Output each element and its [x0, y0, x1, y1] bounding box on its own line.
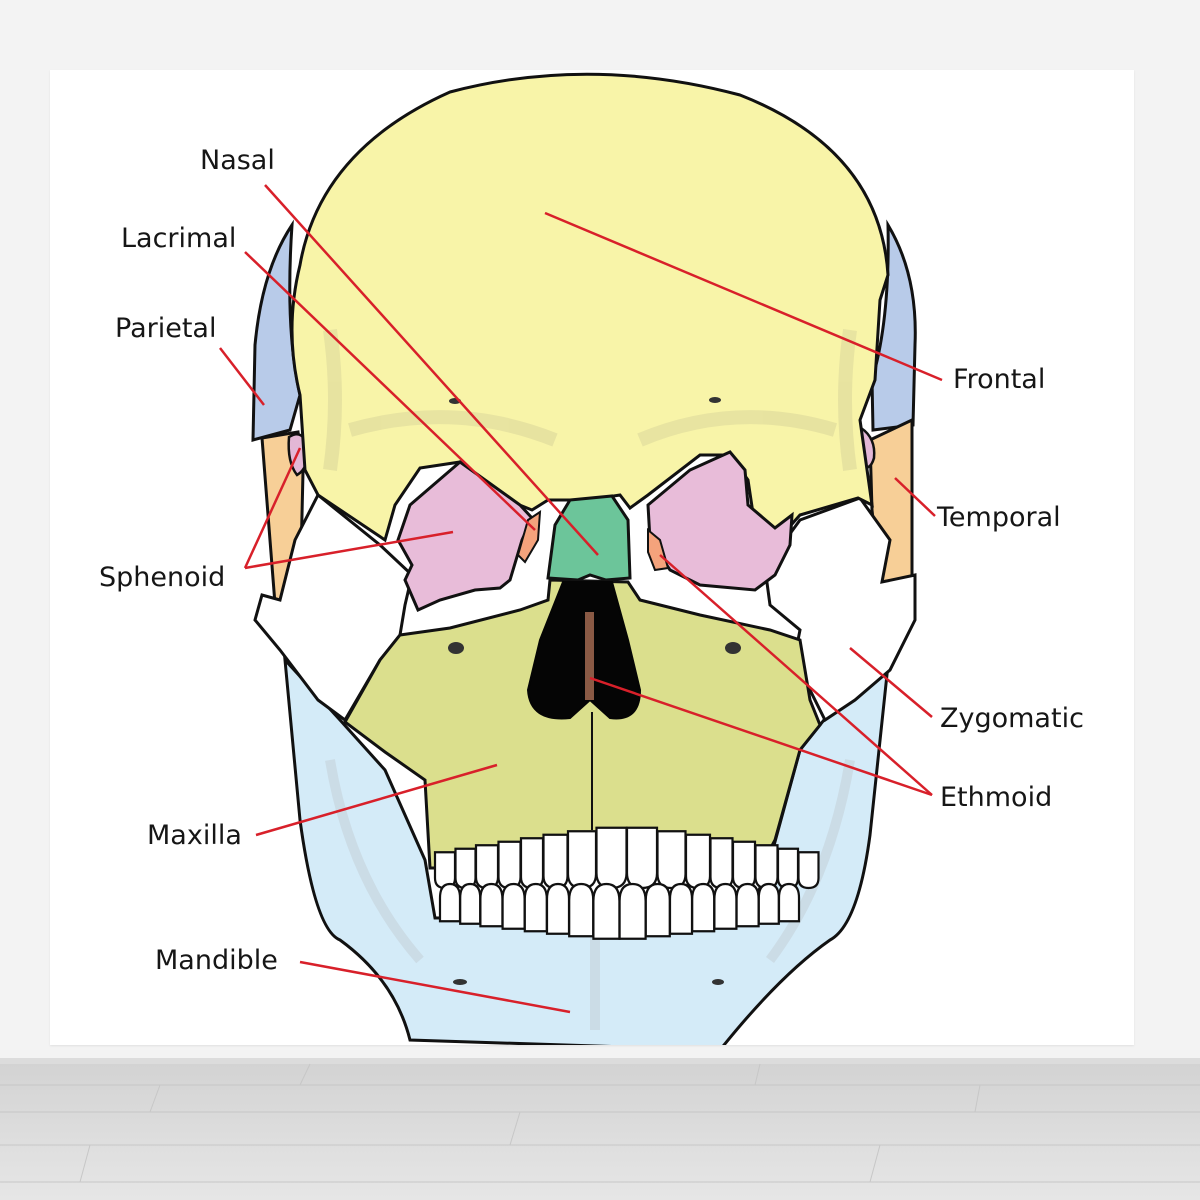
lower-tooth	[713, 882, 738, 930]
label-nasal: Nasal	[200, 145, 275, 176]
upper-tooth	[454, 847, 477, 890]
lower-tooth	[523, 882, 548, 933]
mandible-shading	[325, 759, 855, 1030]
lower-tooth	[668, 882, 694, 935]
upper-tooth	[797, 851, 820, 890]
maxilla-bone	[343, 578, 822, 870]
lower-tooth	[735, 882, 760, 928]
upper-tooth	[684, 833, 712, 890]
teeth	[433, 826, 820, 940]
leader-nasal	[264, 184, 599, 556]
leader-ethmoid-a	[589, 676, 933, 797]
leader-ethmoid-b	[659, 554, 933, 796]
lower-tooth	[757, 882, 780, 925]
label-maxilla: Maxilla	[147, 820, 242, 851]
leader-sphenoid-a	[243, 447, 302, 569]
ethmoid-septum	[585, 612, 594, 700]
anatomy-poster: Nasal Lacrimal Parietal Sphenoid Maxilla…	[50, 70, 1134, 1045]
upper-tooth	[731, 840, 757, 890]
upper-tooth	[595, 826, 628, 890]
lower-tooth	[592, 882, 621, 940]
leader-mandible	[299, 960, 571, 1014]
leader-lines	[219, 184, 943, 1014]
frontal-bone	[290, 72, 890, 564]
label-frontal: Frontal	[953, 364, 1046, 395]
upper-tooth	[497, 840, 522, 890]
leader-temporal	[894, 477, 936, 517]
lower-tooth	[691, 882, 716, 933]
skull-illustration	[219, 72, 943, 1045]
upper-tooth	[519, 837, 545, 890]
upper-tooth	[754, 844, 779, 890]
label-temporal: Temporal	[937, 502, 1061, 533]
lower-tooth	[501, 882, 526, 930]
lower-tooth	[568, 882, 595, 938]
foramina	[448, 397, 741, 985]
floor	[0, 1064, 1200, 1200]
lower-tooth	[644, 882, 671, 938]
upper-tooth	[656, 830, 687, 890]
leader-zygomatic	[849, 647, 933, 718]
label-parietal: Parietal	[115, 313, 217, 344]
upper-tooth	[776, 847, 800, 890]
lacrimal-bone-right	[647, 527, 670, 572]
lower-tooth	[777, 882, 801, 923]
frontal-shading	[323, 329, 857, 471]
baseboard	[0, 1058, 1200, 1064]
leader-sphenoid-b	[244, 530, 454, 570]
leader-maxilla	[255, 763, 498, 837]
upper-tooth	[542, 833, 569, 890]
lower-tooth	[459, 882, 482, 925]
lower-tooth	[479, 882, 504, 928]
floor-planks	[0, 1063, 1200, 1183]
parietal-bone-left	[251, 219, 302, 442]
orbit-right	[646, 450, 794, 592]
mandible-bone	[283, 655, 890, 1045]
lacrimal-bone-left	[516, 510, 542, 564]
label-ethmoid: Ethmoid	[940, 782, 1053, 813]
label-mandible: Mandible	[155, 945, 278, 976]
leader-parietal	[219, 347, 265, 406]
lower-tooth	[438, 882, 462, 923]
lower-tooth	[545, 882, 571, 935]
label-lacrimal: Lacrimal	[121, 223, 237, 254]
label-zygomatic: Zygomatic	[940, 703, 1084, 734]
parietal-bone-right	[870, 219, 917, 432]
leader-lacrimal	[244, 251, 536, 531]
lower-tooth	[618, 882, 647, 940]
upper-tooth	[709, 837, 734, 890]
upper-tooth	[474, 844, 500, 890]
leader-frontal	[544, 211, 943, 382]
upper-tooth	[433, 851, 457, 890]
label-sphenoid: Sphenoid	[99, 562, 226, 593]
upper-tooth	[625, 826, 659, 890]
nasal-bone	[546, 494, 632, 582]
upper-tooth	[566, 830, 598, 890]
